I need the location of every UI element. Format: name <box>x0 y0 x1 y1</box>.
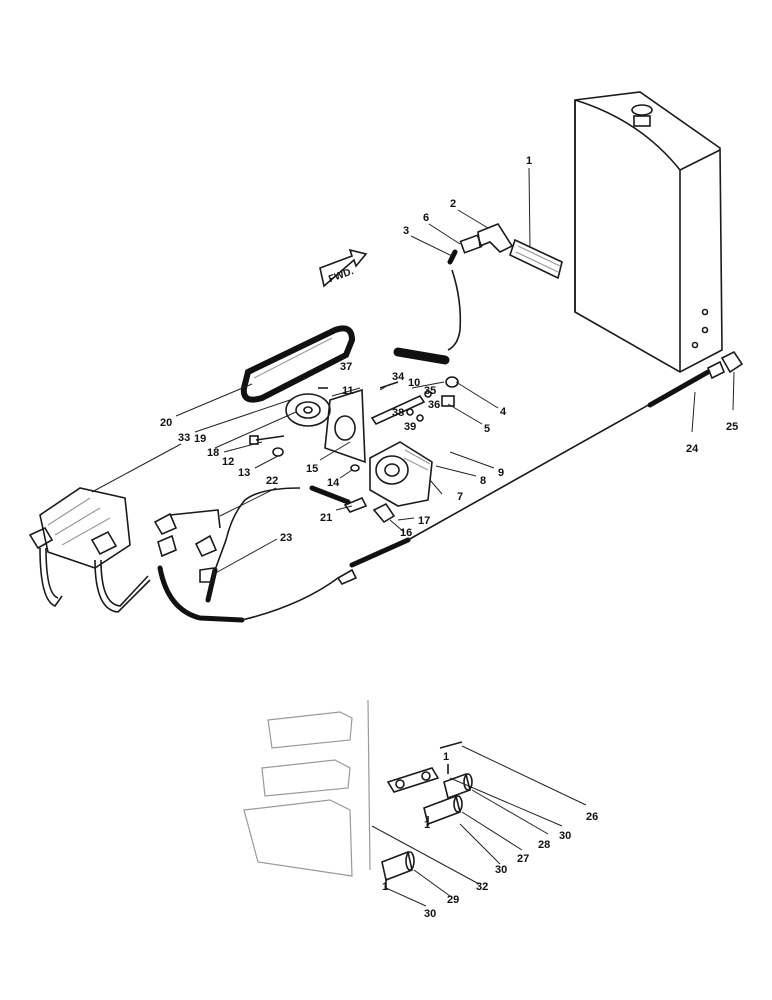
callout-19: 19 <box>194 433 206 445</box>
callout-10: 10 <box>408 377 420 389</box>
bracket-26 <box>386 741 463 793</box>
callout-2: 2 <box>450 198 456 210</box>
pressure-hose-22-line <box>214 487 301 571</box>
callout-1: 1 <box>526 155 532 167</box>
washer <box>272 447 284 457</box>
control-valve <box>28 487 221 569</box>
callout-8: 8 <box>480 475 486 487</box>
return-hose-loop <box>157 565 245 623</box>
callout-6: 6 <box>423 212 429 224</box>
bushing-4 <box>445 376 459 388</box>
callout-29: 29 <box>447 894 459 906</box>
hydraulic-tank <box>574 91 723 373</box>
callout-labels: 1 2 3 4 5 6 7 8 9 10 11 12 13 14 15 16 1… <box>160 155 738 920</box>
callout-32: 32 <box>476 881 488 893</box>
suction-strainer <box>509 238 563 280</box>
drive-belt <box>240 325 356 403</box>
elbow-fitting-25 <box>720 350 744 374</box>
callout-34: 34 <box>392 371 405 383</box>
pressure-fitting-23 <box>199 567 215 583</box>
pin-28 <box>443 772 473 800</box>
washer-small <box>350 464 360 472</box>
callout-13: 13 <box>238 467 250 479</box>
callout-23: 23 <box>280 532 292 544</box>
frame-detail <box>243 699 371 877</box>
hex-nut-38 <box>406 408 414 416</box>
callout-33: 33 <box>178 432 190 444</box>
callout-5: 5 <box>484 423 490 435</box>
callout-30-b: 30 <box>495 864 507 876</box>
callout-4: 4 <box>500 406 507 418</box>
callout-27: 27 <box>517 853 529 865</box>
callout-21: 21 <box>320 512 332 524</box>
callout-7: 7 <box>457 491 463 503</box>
hose-fitting-24 <box>706 360 726 380</box>
suction-hose <box>447 249 458 265</box>
bolt <box>249 435 285 445</box>
washer-39 <box>416 414 424 422</box>
callout-1-pin-27: 1 <box>424 819 430 831</box>
callout-30-a: 30 <box>559 830 571 842</box>
fwd-arrow: FWD. <box>319 248 368 288</box>
mounting-plate <box>324 388 366 464</box>
suction-hose-lower <box>393 347 450 365</box>
callout-1-pin-29: 1 <box>382 881 388 893</box>
callout-20: 20 <box>160 417 172 429</box>
pressure-hose-22 <box>309 485 351 505</box>
callout-28: 28 <box>538 839 550 851</box>
callout-38: 38 <box>392 407 404 419</box>
callout-17: 17 <box>418 515 430 527</box>
callout-26: 26 <box>586 811 598 823</box>
fwd-label: FWD. <box>327 266 355 285</box>
callout-25: 25 <box>726 421 738 433</box>
adjusting-link <box>370 394 426 426</box>
return-hose-end <box>647 369 711 408</box>
callout-24: 24 <box>686 443 699 455</box>
callout-14: 14 <box>327 477 340 489</box>
hydraulic-pump <box>369 441 433 507</box>
return-hose-mid <box>349 537 411 568</box>
callout-11: 11 <box>342 385 354 397</box>
callout-18: 18 <box>207 447 219 459</box>
callout-36: 36 <box>428 399 440 411</box>
callout-1-pin-28: 1 <box>443 751 449 763</box>
callout-3: 3 <box>403 225 409 237</box>
return-hose-line <box>241 577 339 621</box>
leader-lines <box>91 167 735 907</box>
callout-22: 22 <box>266 475 278 487</box>
suction-elbow <box>459 223 514 254</box>
callout-30-c: 30 <box>424 908 436 920</box>
callout-39: 39 <box>404 421 416 433</box>
pump-pulley <box>285 393 331 427</box>
callout-35: 35 <box>424 385 436 397</box>
callout-37: 37 <box>340 361 352 373</box>
callout-12: 12 <box>222 456 234 468</box>
pin-27 <box>423 794 463 826</box>
fitting-21 <box>343 496 368 513</box>
suction-hose-line <box>447 269 462 351</box>
clamp-36 <box>441 395 455 407</box>
callout-9: 9 <box>498 467 504 479</box>
callout-15: 15 <box>306 463 318 475</box>
hose-fitting-mid <box>336 568 358 585</box>
valve-tubes <box>39 547 151 613</box>
nut-35 <box>424 390 432 398</box>
pin-29 <box>381 850 415 882</box>
callout-16: 16 <box>400 527 412 539</box>
elbow-fitting-16 <box>372 502 396 524</box>
